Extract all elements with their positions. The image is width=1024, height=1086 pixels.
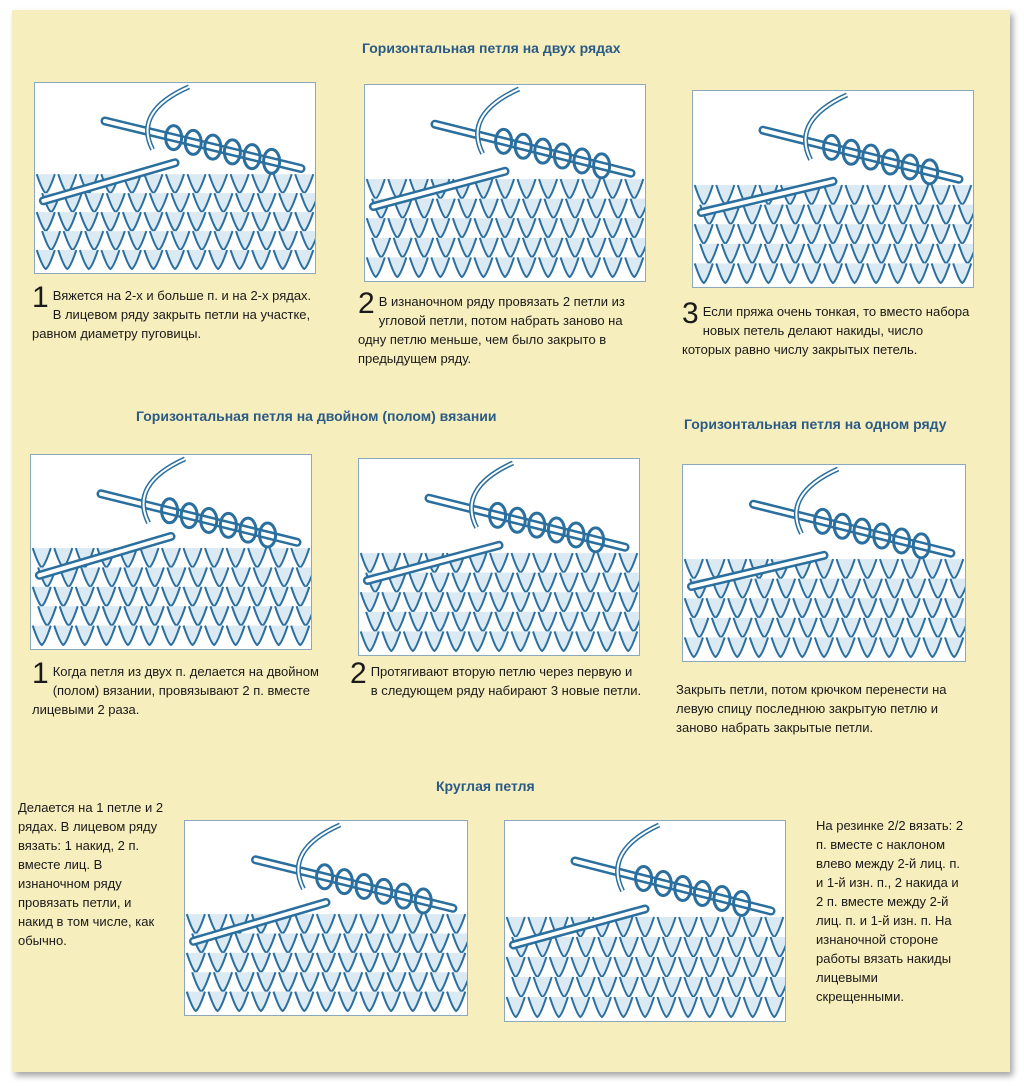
knitting-diagram-icon: [505, 822, 785, 1019]
step-text: В изнаночном ряду провязать 2 петли из у…: [358, 294, 625, 366]
step-text: Если пряжа очень тонкая, то вместо набор…: [682, 304, 970, 357]
illustration-two-rows-1: [34, 82, 316, 274]
step-number: 2: [358, 287, 375, 320]
illustration-two-rows-3: [692, 90, 974, 288]
knitting-diagram-icon: [185, 822, 467, 1013]
knitting-diagram-icon: [683, 466, 965, 659]
round-right-text: На резинке 2/2 вязать: 2 п. вместе с нак…: [816, 818, 964, 1004]
page-sheet: Горизонтальная петля на двух рядах 1 Вяж…: [12, 10, 1010, 1072]
illustration-round-2: [504, 820, 786, 1022]
step-caption-one-row: Закрыть петли, потом крючком перенести н…: [676, 680, 968, 737]
step-number: 2: [350, 657, 367, 690]
step-caption: 3 Если пряжа очень тонкая, то вместо наб…: [682, 297, 974, 359]
step-text: Протягивают вторую петлю через первую и …: [370, 664, 642, 698]
illustration-double-2: [358, 458, 640, 656]
illustration-one-row: [682, 464, 966, 662]
step-caption: 1 Вяжется на 2-х и больше п. и на 2-х ря…: [32, 281, 322, 343]
step-text: Закрыть петли, потом крючком перенести н…: [676, 682, 947, 735]
step-caption: 2 В изнаночном ряду провязать 2 петли из…: [358, 287, 646, 368]
illustration-double-1: [30, 454, 312, 650]
step-text: Вяжется на 2-х и больше п. и на 2-х ряда…: [32, 288, 312, 341]
section-title-double: Горизонтальная петля на двойном (полом) …: [136, 408, 497, 424]
step-caption: 2 Протягивают вторую петлю через первую …: [350, 657, 642, 700]
section-title-round: Круглая петля: [436, 778, 535, 794]
step-caption: 1 Когда петля из двух п. делается на дво…: [32, 657, 322, 719]
knitting-diagram-icon: [693, 92, 973, 285]
illustration-two-rows-2: [364, 84, 646, 282]
knitting-diagram-icon: [365, 86, 645, 279]
step-number: 1: [32, 281, 49, 314]
section-title-two-rows: Горизонтальная петля на двух рядах: [362, 40, 621, 56]
section-title-one-row: Горизонтальная петля на одном ряду: [684, 416, 947, 432]
knitting-diagram-icon: [359, 460, 639, 653]
step-text: Когда петля из двух п. делается на двойн…: [32, 664, 319, 717]
knitting-diagram-icon: [31, 456, 311, 647]
round-left-text: Делается на 1 петле и 2 рядах. В лицевом…: [18, 800, 164, 948]
knitting-diagram-icon: [35, 84, 315, 271]
step-number: 3: [682, 297, 699, 330]
step-number: 1: [32, 657, 49, 690]
illustration-round-1: [184, 820, 468, 1016]
